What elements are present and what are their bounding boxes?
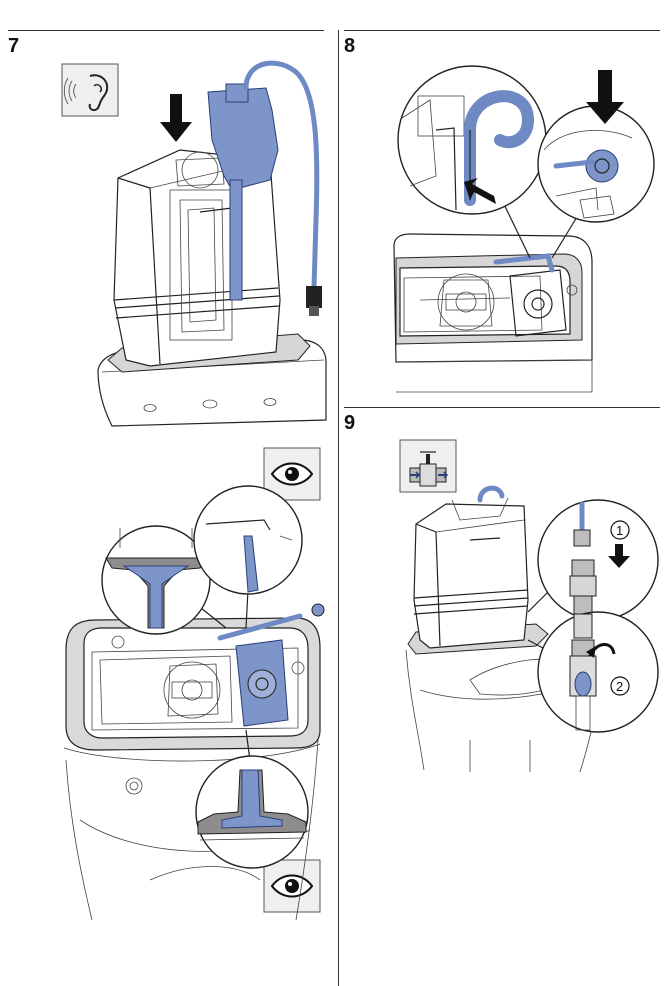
check-callout-left: [101, 525, 211, 635]
left-arrow-icon: [464, 178, 496, 204]
valve-icon: [399, 439, 457, 493]
callout-number-1: 1: [616, 523, 623, 538]
step-number-7: 7: [8, 35, 20, 57]
step-9-callout-upper: 1: [537, 499, 659, 621]
step-8-rule: [344, 30, 660, 31]
ear-icon: [61, 63, 119, 117]
step-8-callout-left: [397, 65, 547, 215]
check-callout-right: [193, 485, 303, 595]
step-number-9: 9: [344, 412, 356, 434]
step-9-callout-lower: 2: [537, 611, 659, 733]
callout-number-2: 2: [616, 679, 623, 694]
eye-icon: [263, 859, 321, 913]
check-callout-bottom: [195, 755, 309, 869]
down-arrow-icon: [608, 544, 630, 568]
down-arrow-icon: [586, 70, 624, 124]
column-divider: [338, 30, 339, 986]
step-7-rule: [8, 30, 324, 31]
down-arrow-icon: [160, 94, 192, 142]
step-9-rule: [344, 407, 660, 408]
step-number-8: 8: [344, 35, 356, 57]
step-8-callout-right: [537, 105, 655, 223]
eye-icon: [263, 447, 321, 501]
